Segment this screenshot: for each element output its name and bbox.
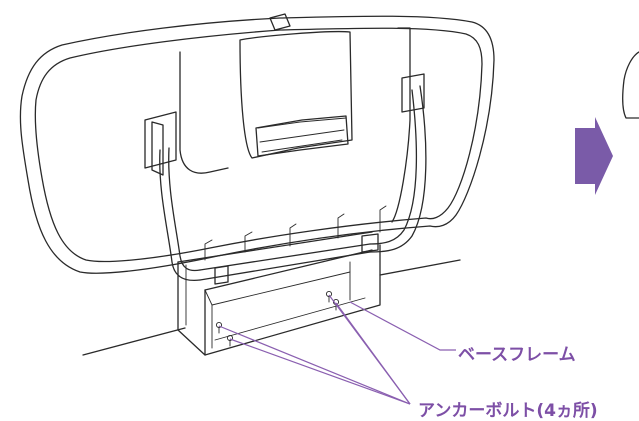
floor-lines bbox=[82, 259, 461, 356]
frame-crossbar bbox=[199, 233, 379, 285]
anchor-bolt-1 bbox=[215, 321, 223, 334]
anchor-bolt-3 bbox=[325, 290, 333, 303]
base-frame bbox=[177, 231, 381, 356]
next-step-panel bbox=[622, 51, 639, 119]
base-frame-label: ベースフレーム bbox=[458, 345, 576, 365]
anchor-bolts-label: アンカーボルト(4ヵ所) bbox=[418, 401, 598, 421]
frame-leg-right bbox=[369, 73, 427, 253]
anchor-bolt-2 bbox=[226, 334, 234, 347]
arrow-right-icon bbox=[575, 117, 613, 195]
panel-shell bbox=[19, 13, 495, 274]
callout-lines bbox=[218, 294, 456, 405]
frame-leg-left bbox=[144, 111, 201, 282]
